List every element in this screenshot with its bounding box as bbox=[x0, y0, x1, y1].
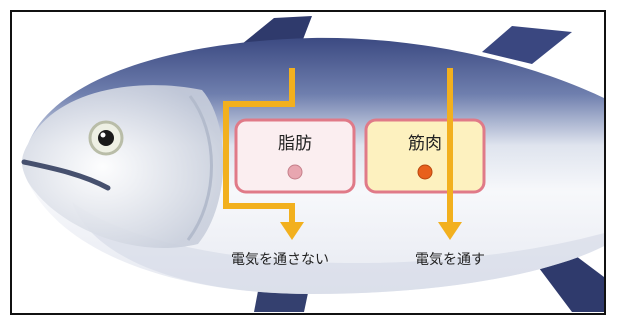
fish-belly bbox=[72, 202, 604, 294]
fish-diagram: 脂肪 筋肉 電気を通さない 電気を通す bbox=[21, 16, 604, 312]
fat-current-arrow-line bbox=[223, 68, 295, 222]
gill-line bbox=[186, 95, 213, 241]
muscle-current-arrowhead bbox=[438, 222, 462, 240]
muscle-dot bbox=[417, 164, 433, 180]
muscle-label: 筋肉 bbox=[408, 134, 442, 154]
dorsal-fin bbox=[242, 16, 312, 44]
result-conduct: 電気を通す bbox=[415, 252, 485, 268]
fat-box bbox=[234, 118, 356, 194]
fish-mouth bbox=[21, 159, 111, 191]
diagram-frame: 脂肪 筋肉 電気を通さない 電気を通す bbox=[10, 10, 606, 315]
tail-upper-fin bbox=[482, 26, 572, 64]
fat-current-arrowhead bbox=[280, 222, 304, 240]
result-no-conduct: 電気を通さない bbox=[231, 252, 329, 268]
fish-head bbox=[22, 85, 224, 249]
fish-eye-highlight bbox=[100, 132, 106, 138]
fish-eye bbox=[98, 130, 114, 146]
muscle-box bbox=[364, 118, 486, 194]
fat-dot bbox=[287, 164, 303, 180]
fat-label: 脂肪 bbox=[278, 134, 312, 154]
